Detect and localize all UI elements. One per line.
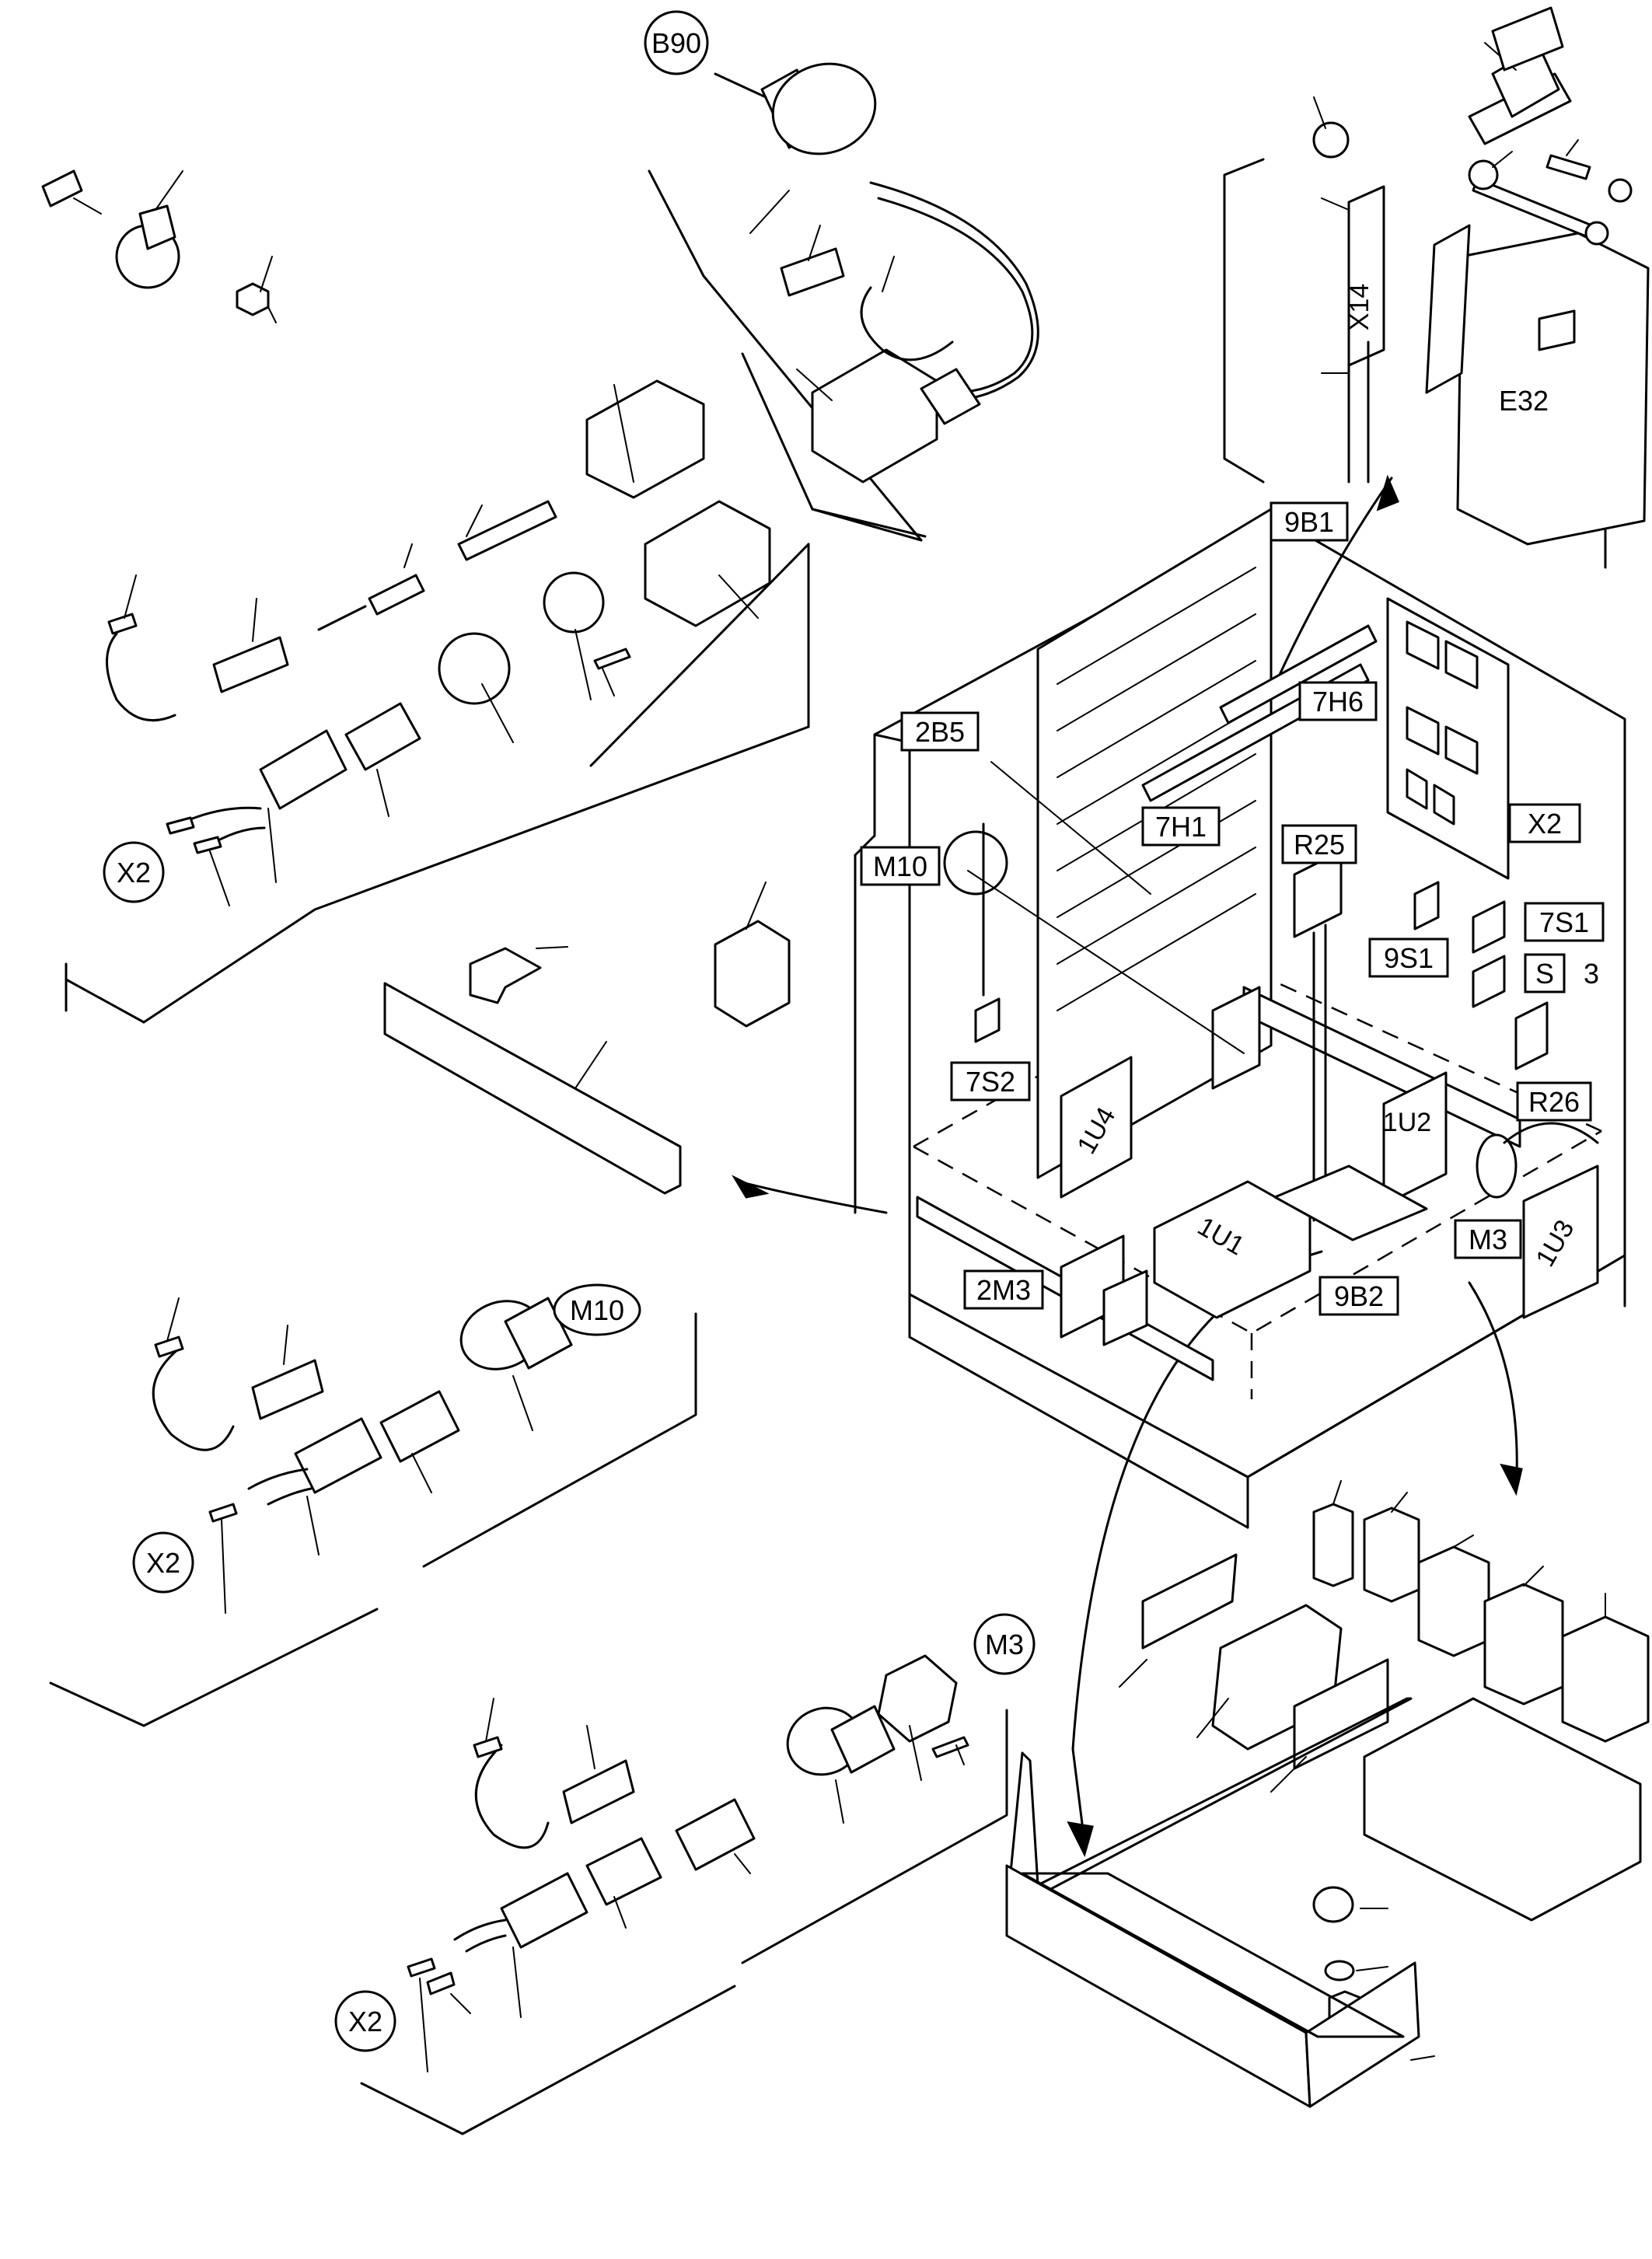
s3-label-s: S bbox=[1535, 958, 1554, 990]
m10-panel-callout: M10 bbox=[860, 846, 941, 886]
x2-mid-label: X2 bbox=[146, 1547, 180, 1579]
9b2-label: 9B2 bbox=[1334, 1280, 1384, 1312]
connector-kit-top bbox=[65, 379, 810, 1024]
hardware-group bbox=[1005, 1480, 1650, 2108]
9s1-callout: 9S1 bbox=[1368, 937, 1449, 978]
9b1-callout: 9B1 bbox=[1270, 501, 1349, 542]
m3-panel-callout: M3 bbox=[1454, 1219, 1522, 1259]
b90-label: B90 bbox=[651, 27, 701, 59]
9b1-label: 9B1 bbox=[1284, 506, 1334, 538]
2m3-callout: 2M3 bbox=[963, 1269, 1044, 1310]
7s1-label: 7S1 bbox=[1539, 906, 1589, 938]
cable-clamp-group bbox=[41, 169, 277, 323]
cabinet-group: 1U4 1U2 1U1 1U3 bbox=[854, 508, 1626, 1529]
m10-detail-callout: M10 bbox=[553, 1283, 641, 1336]
x2-mid-callout: X2 bbox=[132, 1531, 194, 1594]
b90-sensor-group: B90 bbox=[644, 10, 1039, 542]
x14-label: X14 bbox=[1345, 284, 1374, 331]
m10-panel-label: M10 bbox=[873, 850, 927, 882]
cabinet-labels: 9B1 7H6 2B5 7H1 R25 X2 M10 7S1 bbox=[860, 501, 1605, 1316]
m3-detail-label: M3 bbox=[985, 1629, 1024, 1660]
x2-bottom-callout: X2 bbox=[334, 1990, 396, 2052]
7h1-label: 7H1 bbox=[1155, 811, 1207, 843]
9b2-callout: 9B2 bbox=[1318, 1276, 1399, 1316]
7h6-label: 7H6 bbox=[1312, 686, 1364, 718]
2m3-label: 2M3 bbox=[976, 1274, 1031, 1306]
s3-label-num: 3 bbox=[1584, 958, 1599, 990]
2b5-label: 2B5 bbox=[915, 716, 965, 748]
m10-connector-kit: X2 M10 bbox=[49, 1283, 697, 1727]
r25-callout: R25 bbox=[1281, 824, 1357, 864]
r25-label: R25 bbox=[1294, 829, 1345, 861]
m3-detail-callout: M3 bbox=[973, 1613, 1036, 1675]
1u2-label: 1U2 bbox=[1383, 1108, 1431, 1137]
x2-bottom-label: X2 bbox=[348, 2006, 382, 2037]
7s2-callout: 7S2 bbox=[950, 1061, 1031, 1102]
e32-label: E32 bbox=[1499, 385, 1549, 417]
m3-connector-kit: X2 M3 bbox=[334, 1613, 1036, 2135]
x2-top-label: X2 bbox=[117, 857, 151, 889]
2b5-callout: 2B5 bbox=[900, 711, 980, 752]
7s1-callout: 7S1 bbox=[1524, 902, 1605, 942]
e32-module-group: X14 E32 bbox=[1223, 6, 1650, 569]
r26-label: R26 bbox=[1528, 1086, 1580, 1118]
7h1-callout: 7H1 bbox=[1141, 806, 1221, 847]
r26-callout: R26 bbox=[1516, 1081, 1592, 1122]
bracket-fuse-group bbox=[383, 882, 791, 1195]
s3-callout: S 3 bbox=[1524, 953, 1599, 993]
x2-panel-callout: X2 bbox=[1508, 803, 1581, 843]
9s1-label: 9S1 bbox=[1384, 942, 1434, 974]
7h6-callout: 7H6 bbox=[1298, 681, 1378, 721]
m10-detail-label: M10 bbox=[570, 1294, 624, 1326]
x2-top-callout: X2 bbox=[103, 841, 165, 903]
7s2-label: 7S2 bbox=[966, 1066, 1015, 1098]
b90-callout: B90 bbox=[644, 10, 709, 75]
x2-panel-label: X2 bbox=[1528, 808, 1562, 840]
m3-panel-label: M3 bbox=[1469, 1224, 1507, 1255]
